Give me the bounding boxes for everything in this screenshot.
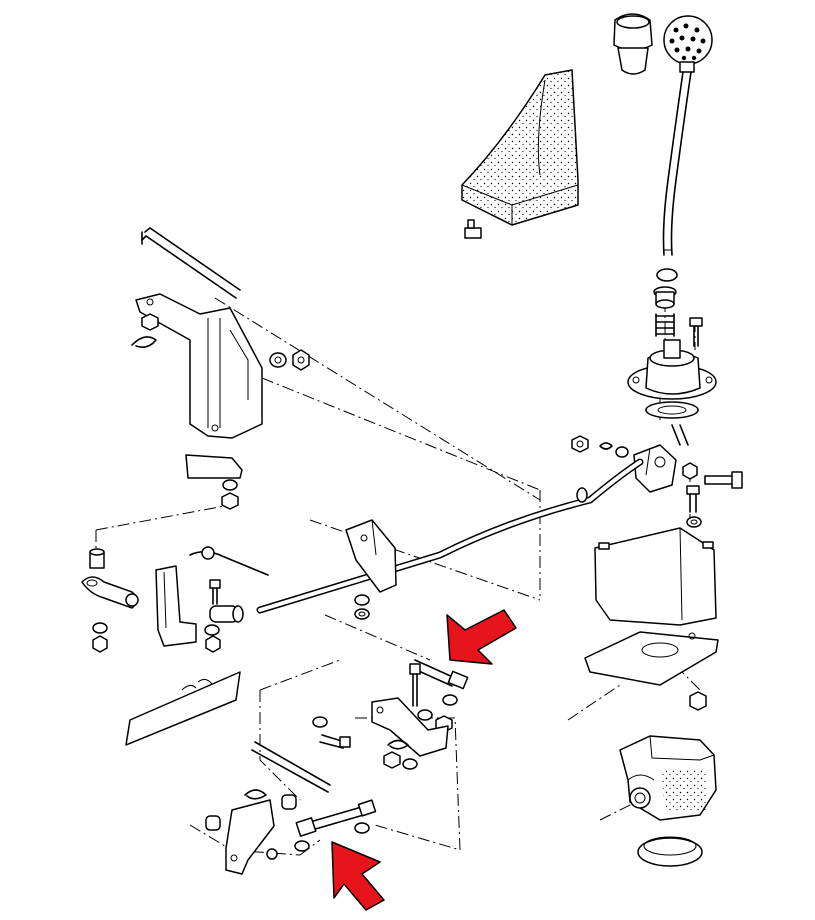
bracket-bolt (686, 485, 700, 513)
gear-housing-bracket (594, 527, 717, 626)
selector-lever (155, 565, 197, 647)
shift-knob-plain (613, 13, 653, 75)
base-plate-nut (689, 691, 707, 711)
coupling-bolt (704, 471, 743, 489)
shift-boot (461, 69, 579, 226)
lower-pivot-bracket (371, 697, 449, 757)
lever-spring (655, 313, 675, 337)
upper-washer (269, 352, 287, 368)
coupling-nut (682, 462, 698, 480)
lower-spring-clip (387, 739, 409, 750)
ball-joint-link (81, 576, 139, 609)
rod-end-fitting-lower (295, 799, 377, 837)
upper-nut (141, 313, 159, 331)
arrow-upper (446, 609, 517, 665)
left-washers (92, 622, 221, 653)
lower-bolt-2 (319, 734, 351, 749)
selector-cable (189, 546, 269, 576)
selector-bushing-pivot (209, 605, 244, 623)
shifter-housing (627, 339, 717, 419)
gear-base-plate (584, 631, 719, 686)
arrow-upper-shape (446, 609, 517, 665)
lower-lever (225, 799, 275, 875)
mounting-plate (185, 454, 243, 479)
arrow-lower-shape (331, 841, 385, 911)
selector-bolt (209, 579, 221, 605)
shift-knob-dimpled (663, 15, 713, 73)
lower-nuts (383, 751, 418, 770)
plate-nut (221, 492, 239, 510)
lever-lower-link (671, 424, 689, 446)
rod-support-washers (354, 594, 370, 620)
lower-small-parts (205, 815, 310, 860)
lower-spring-clip-2 (244, 789, 267, 800)
upper-nut-2 (292, 349, 310, 371)
shift-lever (662, 71, 692, 256)
lower-bushing (281, 794, 297, 810)
main-shift-rod (256, 458, 644, 614)
upper-lever-bracket (135, 293, 263, 439)
gearbox-seal (637, 836, 703, 867)
upper-linkage-rod (141, 227, 241, 299)
lower-washer-2 (354, 822, 370, 834)
pivot-washer (615, 446, 629, 458)
upper-spring-clip (131, 336, 157, 348)
boot-clip (464, 219, 482, 239)
shift-coupling (633, 444, 677, 493)
cover-plate (125, 671, 241, 746)
rod-support-bracket (345, 519, 397, 593)
lower-linkage-rod (251, 741, 331, 793)
lever-circlip (656, 268, 678, 282)
gearbox-selector-housing (619, 735, 717, 821)
rubber-bushing (89, 548, 105, 569)
housing-bolt (689, 317, 703, 347)
lever-bushing (653, 286, 677, 309)
pivot-nut (571, 435, 589, 453)
lower-bolt (409, 663, 421, 707)
plate-washer (222, 479, 238, 491)
arrow-lower (331, 841, 385, 911)
bracket-washer (686, 516, 702, 528)
pivot-clip (599, 442, 613, 450)
